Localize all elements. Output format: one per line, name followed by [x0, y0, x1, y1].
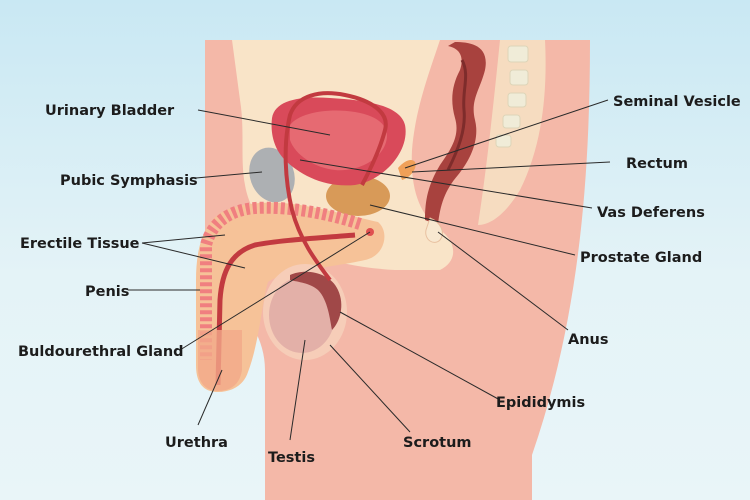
- label-pubic-symphasis: Pubic Symphasis: [60, 173, 198, 189]
- pubic-symphasis-bone: [249, 147, 295, 203]
- label-erectile-tissue: Erectile Tissue: [20, 236, 140, 252]
- glans: [198, 330, 242, 391]
- leader-testis: [289, 339, 306, 441]
- leader-urinary-bladder: [197, 109, 331, 136]
- vertebra: [507, 45, 529, 63]
- anus-shape: [425, 217, 443, 243]
- rectum: [425, 42, 486, 225]
- leader-erectile-tissue-2: [141, 242, 246, 269]
- label-buldourethral-gland: Buldourethral Gland: [18, 344, 184, 360]
- epididymis-shape: [290, 271, 342, 330]
- vertebra: [502, 114, 521, 129]
- label-penis: Penis: [85, 284, 129, 300]
- leader-scrotum: [329, 344, 411, 433]
- leader-urethra: [197, 369, 223, 426]
- label-rectum: Rectum: [626, 156, 688, 172]
- leader-prostate-gland: [369, 204, 576, 256]
- label-anus: Anus: [568, 332, 609, 348]
- label-urinary-bladder: Urinary Bladder: [45, 103, 175, 119]
- label-epididymis: Epididymis: [496, 395, 585, 411]
- leader-erectile-tissue-1: [141, 234, 226, 244]
- erectile-tissue-band: [200, 201, 362, 360]
- leader-rectum: [411, 161, 611, 173]
- label-vas-deferens: Vas Deferens: [597, 205, 705, 221]
- leader-buldourethral-gland: [179, 231, 371, 351]
- bladder-lumen: [290, 110, 387, 171]
- rectum-lumen: [446, 59, 468, 171]
- testis-shape: [269, 277, 335, 353]
- leader-seminal-vesicle: [404, 99, 609, 169]
- urethra-duct: [215, 232, 356, 386]
- vas-deferens-duct: [283, 91, 388, 282]
- label-seminal-vesicle: Seminal Vesicle: [613, 94, 741, 110]
- label-urethra: Urethra: [165, 435, 228, 451]
- leader-epididymis: [339, 311, 501, 401]
- label-prostate-gland: Prostate Gland: [580, 250, 702, 266]
- label-testis: Testis: [268, 450, 315, 466]
- seminal-vesicle-shape: [398, 160, 416, 180]
- label-scrotum: Scrotum: [403, 435, 472, 451]
- leader-anus: [437, 231, 569, 331]
- vertebra: [509, 69, 529, 86]
- vertebra: [507, 92, 527, 108]
- leader-vas-deferens: [299, 159, 593, 209]
- leader-pubic-symphasis: [195, 171, 263, 179]
